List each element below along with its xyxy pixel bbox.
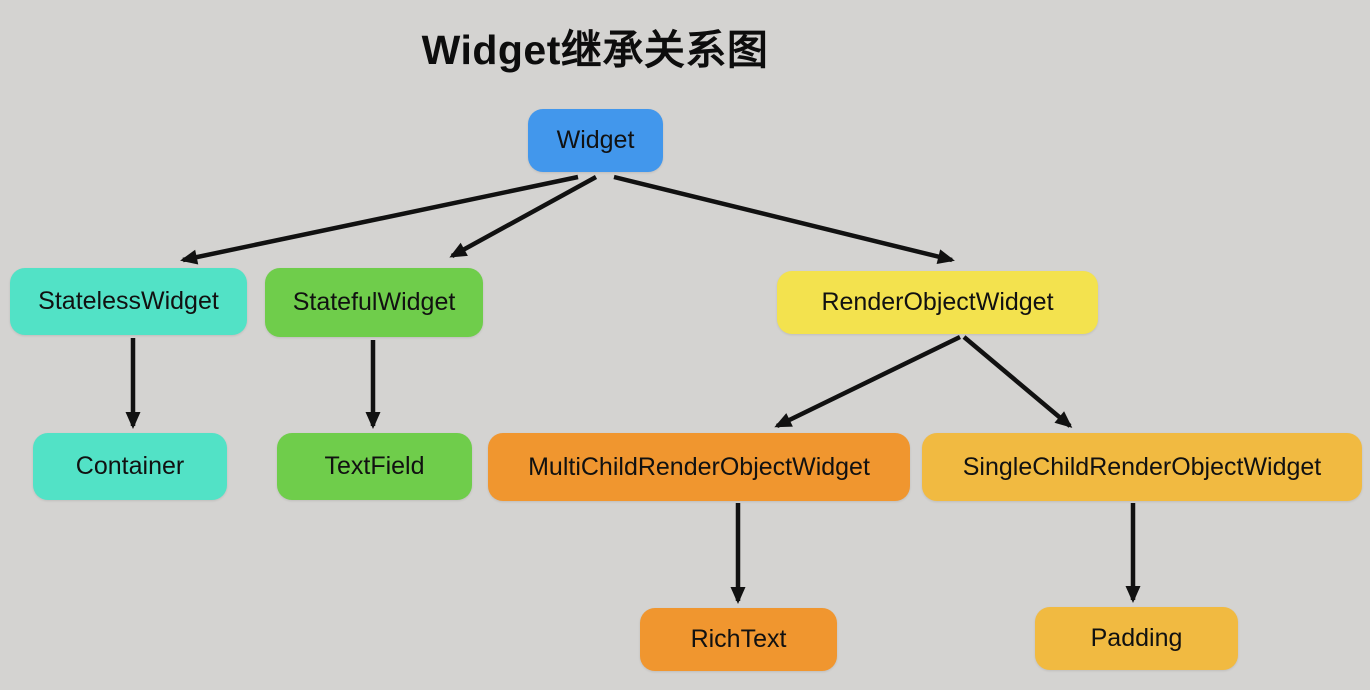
node-stateless-widget: StatelessWidget	[10, 268, 247, 335]
edge-widget-to-stateful-widget	[449, 175, 598, 258]
node-stateful-widget: StatefulWidget	[265, 268, 483, 337]
node-text-field: TextField	[277, 433, 472, 500]
edge-widget-to-stateless-widget	[180, 174, 579, 265]
edge-render-object-widget-to-multi-child	[774, 334, 961, 429]
node-padding: Padding	[1035, 607, 1238, 670]
node-rich-text: RichText	[640, 608, 837, 671]
edge-render-object-widget-to-single-child	[962, 335, 1073, 428]
diagram-title: Widget继承关系图	[421, 27, 769, 73]
node-multi-child-render-object-widget: MultiChildRenderObjectWidget	[488, 433, 910, 501]
node-widget: Widget	[528, 109, 663, 172]
edge-widget-to-render-object-widget	[613, 174, 955, 264]
node-container: Container	[33, 433, 227, 500]
node-render-object-widget: RenderObjectWidget	[777, 271, 1098, 334]
node-single-child-render-object-widget: SingleChildRenderObjectWidget	[922, 433, 1362, 501]
